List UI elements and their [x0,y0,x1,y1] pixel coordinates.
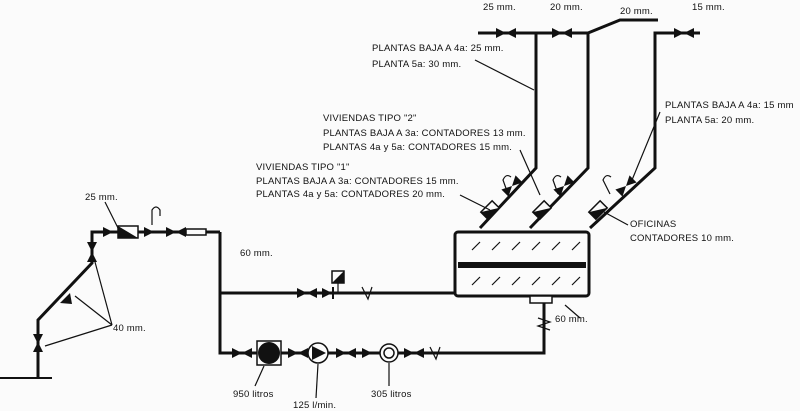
tank-305-inner [383,347,395,359]
tap-icon [552,174,562,195]
valve-icon [404,348,414,358]
valve-icon [562,28,572,38]
label-plantas-baja-4a-25: PLANTAS BAJA A 4a: 25 mm. [372,43,504,54]
label-oficinas-contadores: CONTADORES 10 mm. [630,233,734,244]
label-top-25: 25 mm. [483,2,516,13]
filter-icon [185,228,207,236]
valve-icon [414,348,424,358]
valve-icon [33,342,43,352]
leader-lines-40 [44,201,119,347]
valve-icon [242,348,252,358]
label-left-25: 25 mm. [85,192,118,203]
meter-icon-fill [118,226,138,238]
valve-icon [307,288,317,298]
tap-icon [602,174,612,195]
valve-icon [103,227,113,237]
pump-arrow [312,346,326,360]
valve-icon [166,227,176,237]
valve-icon [496,28,506,38]
valve-icon [33,334,43,344]
rising-branches [459,18,700,319]
tap-icon [151,206,161,225]
leader-125 [315,363,319,399]
valve-icon [684,28,694,38]
valve-icon [674,28,684,38]
valve-icon [346,348,356,358]
label-viviendas-tipo-1: VIVIENDAS TIPO "1" [256,162,350,173]
valve-icon [297,288,307,298]
drain-fitting [529,295,553,304]
label-top-20a: 20 mm. [550,2,583,13]
valve-icon [506,28,516,38]
check-valve-icon [429,346,441,361]
leader-950 [254,365,265,387]
check-valve-icon [322,288,332,298]
label-planta-5a-30: PLANTA 5a: 30 mm. [372,59,461,70]
manifold-divider [458,262,586,268]
label-top-20b: 20 mm. [620,6,653,17]
valve-icon [336,348,346,358]
meter-icon-fill [588,207,608,220]
label-left-40: 40 mm. [113,323,146,334]
label-pump-125: 125 l/min. [293,400,336,411]
meter-icon-fill [480,207,500,220]
valve-icon [87,252,97,262]
meter-manifold [453,230,591,304]
check-valve-icon [362,348,372,358]
label-viv2-line1: PLANTAS BAJA A 3a: CONTADORES 13 mm. [323,128,526,139]
label-viviendas-tipo-2: VIVIENDAS TIPO "2" [323,113,417,124]
meter-icon-fill [532,207,552,220]
check-valve-icon [361,286,373,301]
check-valve-icon [60,293,72,304]
valve-icon [298,348,308,358]
label-right-line1: PLANTAS BAJA A 4a: 15 mm [665,100,794,111]
tap-icon [502,174,512,195]
inlet-pipe [33,206,220,378]
pressure-switch-fill [332,271,344,283]
valve-icon [176,227,186,237]
flex-joint-icon [536,317,552,331]
label-viv1-line1: PLANTAS BAJA A 3a: CONTADORES 15 mm. [256,176,459,187]
label-viv1-line2: PLANTAS 4a y 5a: CONTADORES 20 mm. [256,189,445,200]
label-tank-950: 950 litros [233,389,274,400]
label-top-15: 15 mm. [692,2,725,13]
valve-icon [552,28,562,38]
valve-icon [87,242,97,252]
valve-icon [288,348,298,358]
tank-950-icon [258,342,280,364]
label-right-line2: PLANTA 5a: 20 mm. [665,115,754,126]
label-viv2-line2: PLANTAS 4a y 5a: CONTADORES 15 mm. [323,142,512,153]
main-pipe [218,232,552,366]
label-oficinas: OFICINAS [630,219,676,230]
valve-icon [232,348,242,358]
label-pipe-60-top: 60 mm. [240,248,273,259]
valve-icon [144,227,154,237]
label-pipe-60-right: 60 mm. [555,314,588,325]
label-tank-305: 305 litros [371,389,412,400]
